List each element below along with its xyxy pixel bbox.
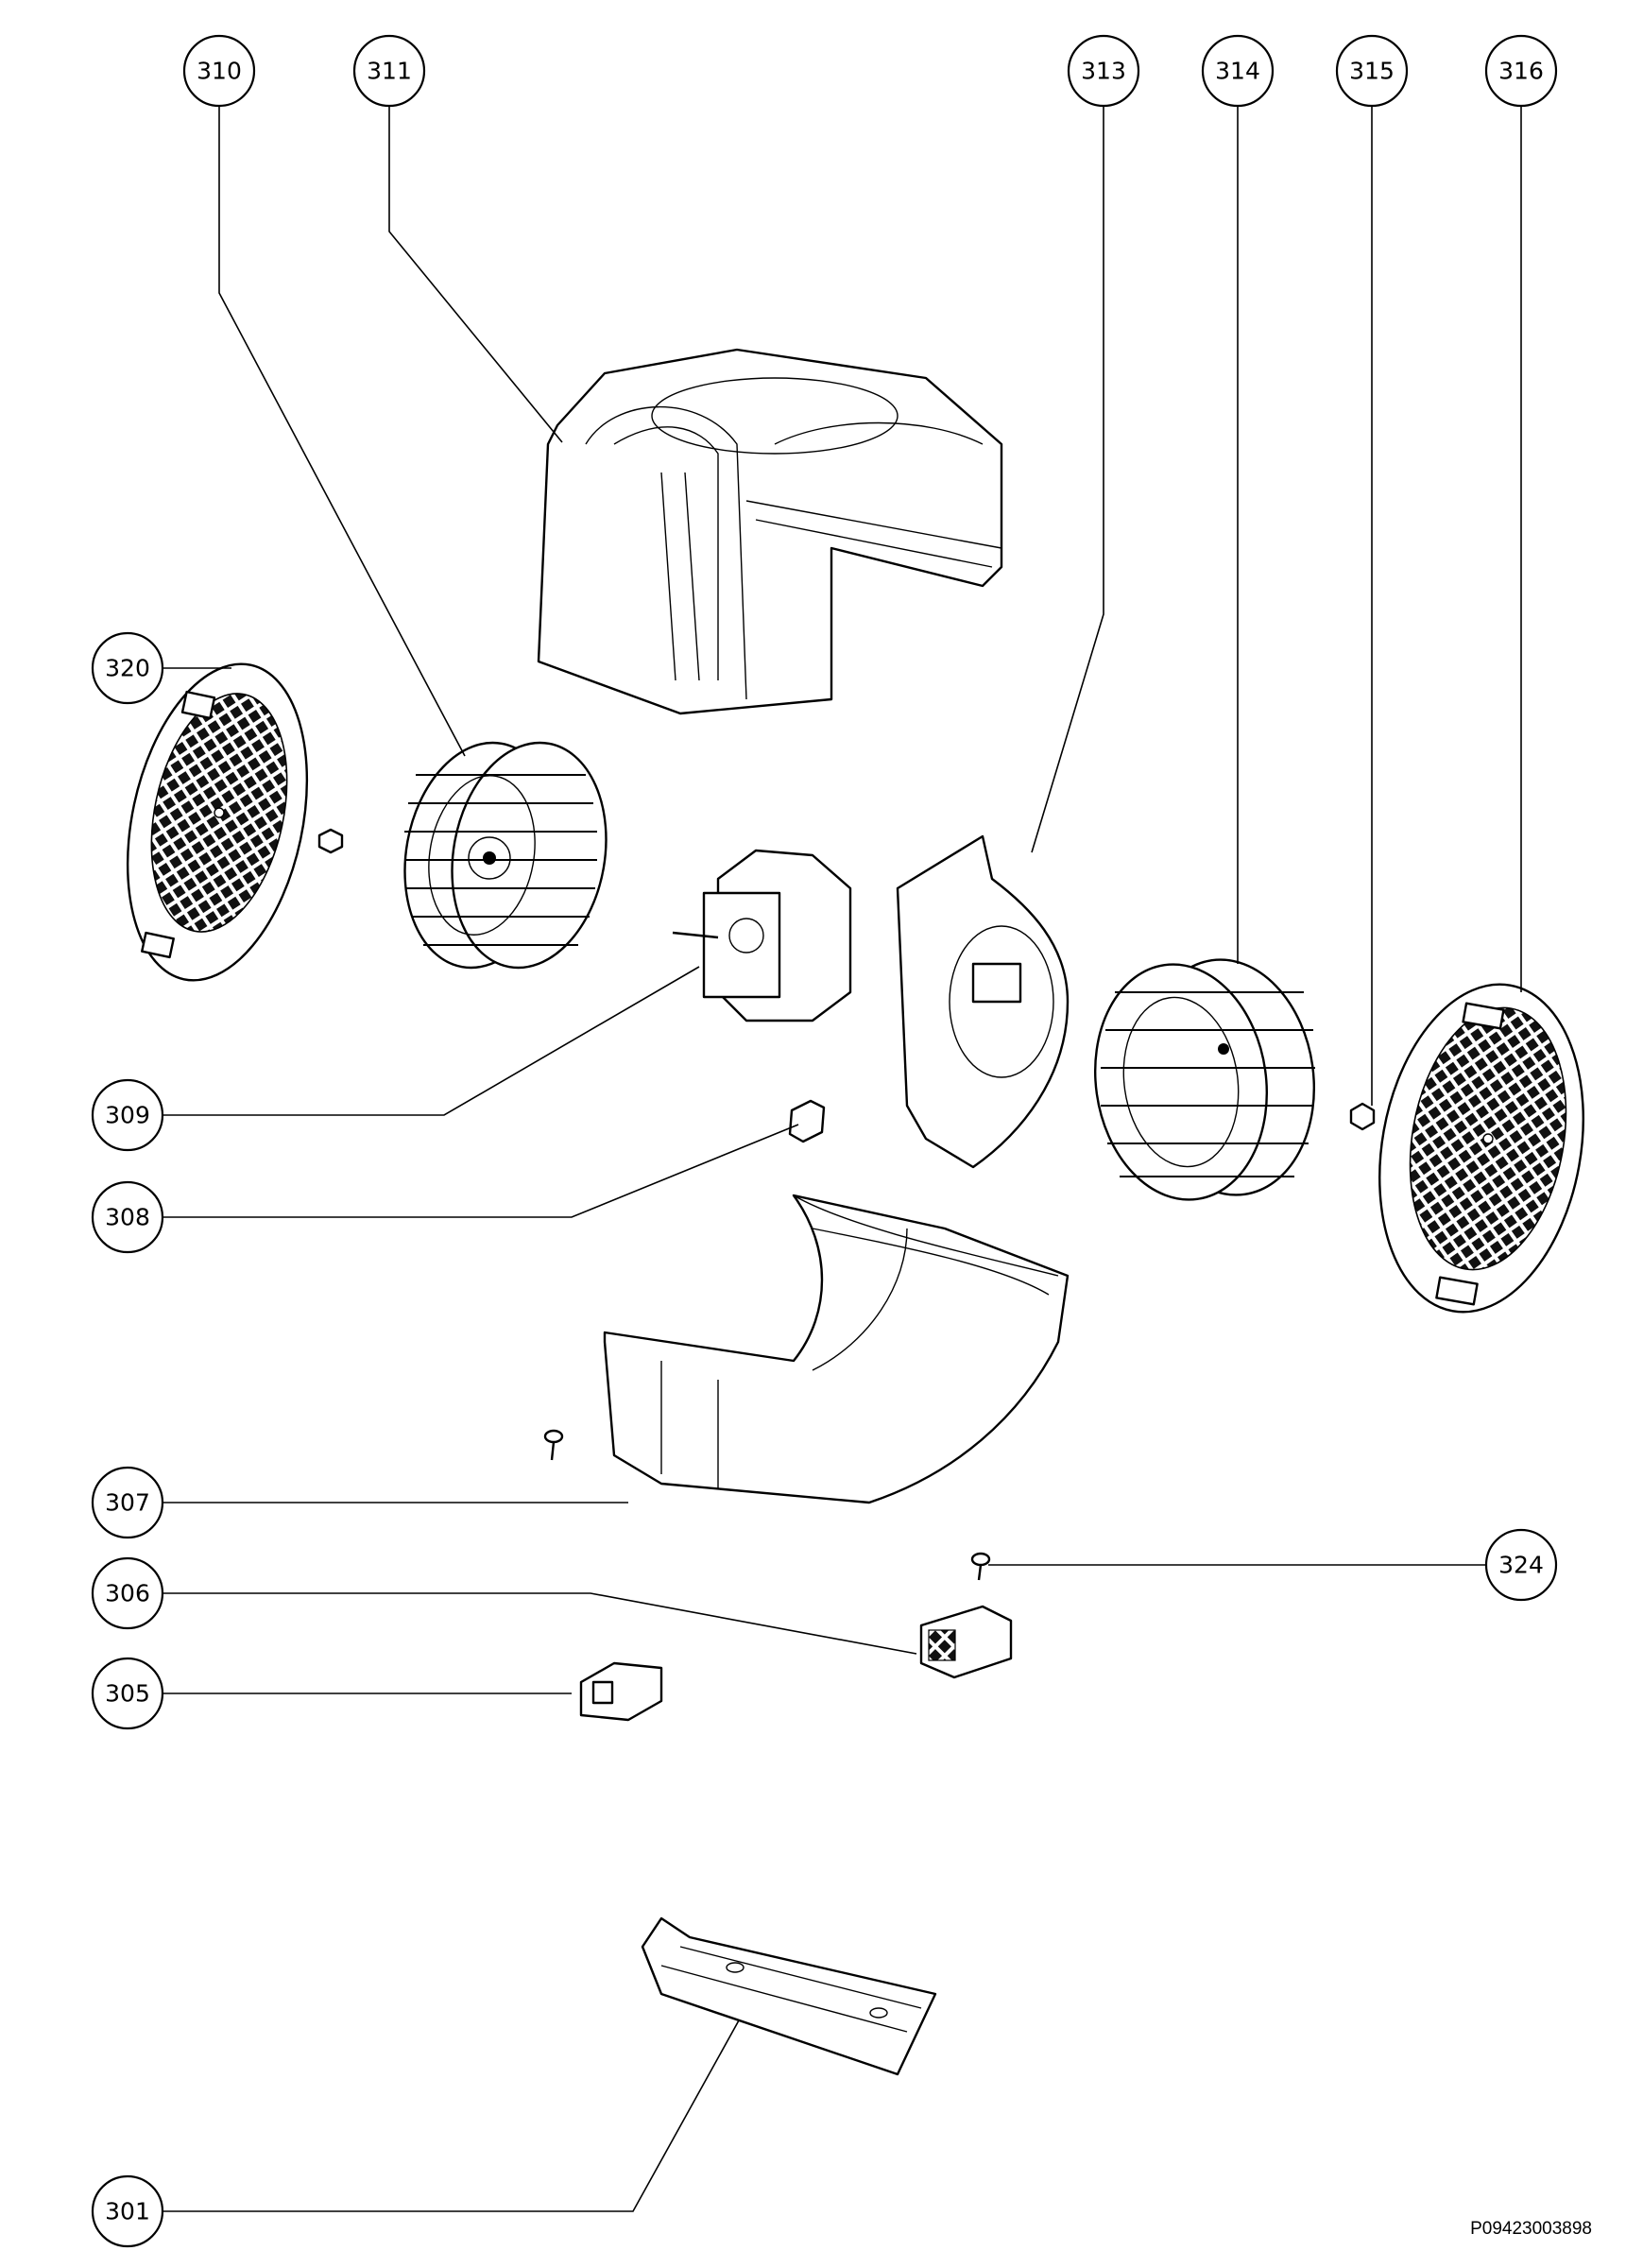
callout-301: 301 — [91, 2174, 164, 2248]
callout-313: 313 — [1067, 34, 1140, 108]
leader-308 — [163, 1124, 799, 1218]
callout-315: 315 — [1335, 34, 1409, 108]
callout-315-label: 315 — [1349, 58, 1395, 85]
part-305-connector — [579, 1661, 663, 1722]
callout-320-label: 320 — [105, 655, 150, 682]
part-315-nut — [1349, 1102, 1376, 1131]
callout-311-label: 311 — [367, 58, 412, 85]
callout-314: 314 — [1201, 34, 1275, 108]
part-307-lower-housing — [603, 1194, 1070, 1504]
part-320-left-grille — [126, 662, 309, 982]
part-310-left-fan-wheel — [403, 741, 608, 970]
callout-316: 316 — [1484, 34, 1558, 108]
leader-309 — [163, 966, 700, 1116]
callout-311: 311 — [352, 34, 426, 108]
callout-324-label: 324 — [1498, 1552, 1544, 1579]
leader-306 — [163, 1592, 917, 1655]
callout-306: 306 — [91, 1556, 164, 1630]
callout-314-label: 314 — [1215, 58, 1260, 85]
leader-311 — [388, 94, 563, 443]
callout-309-label: 309 — [105, 1102, 150, 1129]
callout-310: 310 — [182, 34, 256, 108]
leader-313 — [1031, 94, 1104, 853]
callout-307-label: 307 — [105, 1489, 150, 1517]
leader-lines — [163, 93, 1522, 2212]
part-314-right-fan-wheel — [1093, 958, 1316, 1201]
part-316-right-grille — [1378, 983, 1584, 1314]
callout-305: 305 — [91, 1657, 164, 1730]
part-308-clip — [788, 1099, 826, 1143]
part-306-connector — [919, 1605, 1013, 1679]
callout-316-label: 316 — [1498, 58, 1544, 85]
part-nut-left — [317, 828, 344, 854]
part-324-screw — [970, 1552, 991, 1581]
callout-320: 320 — [91, 631, 164, 705]
callout-308: 308 — [91, 1180, 164, 1254]
leader-301 — [163, 2019, 740, 2212]
callout-307: 307 — [91, 1466, 164, 1539]
part-309-motor — [672, 849, 852, 1022]
part-311-upper-housing — [537, 348, 1003, 715]
leader-310 — [218, 93, 466, 757]
callout-310-label: 310 — [197, 58, 242, 85]
callout-308-label: 308 — [105, 1204, 150, 1231]
part-screw-left — [543, 1429, 564, 1461]
callout-309: 309 — [91, 1078, 164, 1152]
part-313-separator-plate — [896, 834, 1070, 1169]
document-code: P09423003898 — [1470, 2219, 1592, 2239]
callout-313-label: 313 — [1081, 58, 1126, 85]
callout-306-label: 306 — [105, 1580, 150, 1607]
callout-305-label: 305 — [105, 1680, 150, 1708]
callout-324: 324 — [1484, 1528, 1558, 1602]
part-301-bracket — [641, 1916, 937, 2076]
callout-301-label: 301 — [105, 2198, 150, 2225]
